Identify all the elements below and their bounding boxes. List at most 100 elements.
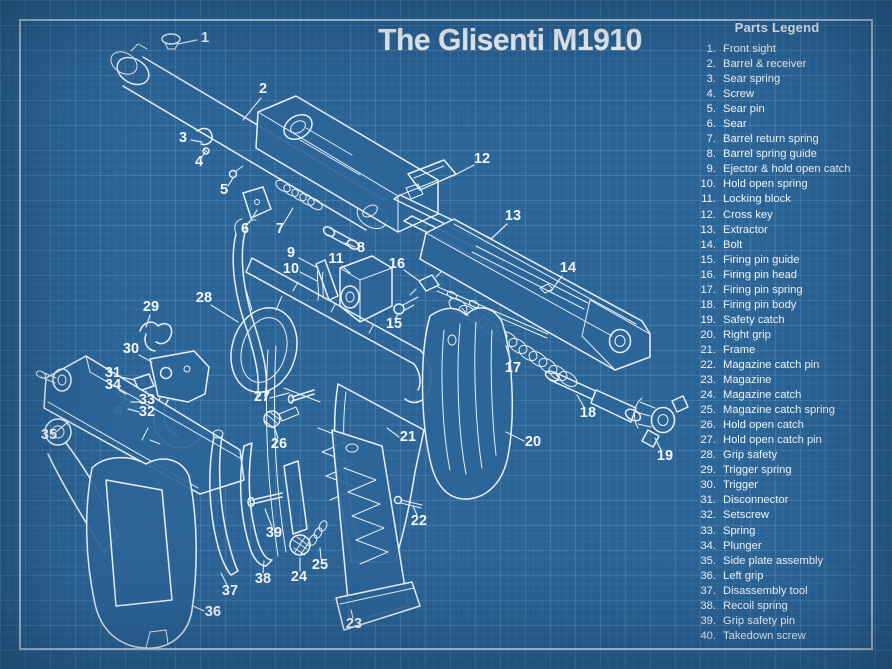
- legend-item-number: 28.: [700, 449, 716, 462]
- legend-item: 27. Hold open catch pin: [696, 433, 874, 448]
- legend-item-number: 15.: [700, 253, 716, 266]
- callout-number-23: 23: [346, 616, 362, 632]
- legend-item: 29.Trigger spring: [696, 463, 874, 478]
- callout-leader-18: [576, 394, 585, 408]
- legend-item-label: Sear: [723, 118, 747, 131]
- callout-leader-10: [299, 271, 318, 282]
- legend-item-number: 17.: [700, 283, 716, 296]
- legend-item-number: 34.: [700, 539, 716, 552]
- legend-item-number: 35.: [700, 554, 716, 567]
- legend-item: 3.Sear spring: [696, 72, 874, 87]
- callout-leader-13: [490, 223, 508, 240]
- legend-item: 15.Firing pin guide: [696, 253, 874, 268]
- part-magazine-catch-spring: [308, 520, 328, 546]
- legend-item-label: Magazine catch spring: [723, 404, 835, 417]
- legend-item-number: 4.: [706, 88, 716, 101]
- part-locking-block: [339, 255, 393, 323]
- legend-item-number: 27.: [700, 434, 716, 447]
- legend-item-label: Trigger: [723, 479, 759, 492]
- legend-item: 28.Grip safety: [696, 448, 874, 463]
- legend-item: 1.Front sight: [696, 42, 874, 57]
- part-hold-open-spring: [316, 269, 324, 301]
- legend-item-number: 11.: [701, 193, 716, 206]
- legend-item: 35. Side plate assembly: [696, 554, 874, 569]
- callout-number-20: 20: [525, 434, 541, 450]
- legend-item-number: 6.: [706, 118, 716, 131]
- callout-leader-25: [319, 547, 322, 560]
- callout-number-3: 3: [179, 130, 187, 146]
- legend-item: 17.Firing pin spring: [696, 283, 874, 298]
- legend-item: 2.Barrel & receiver: [696, 57, 874, 72]
- legend-item-label: Hold open spring: [723, 178, 808, 191]
- part-grip-safety-pin: [247, 492, 283, 508]
- part-trigger: [149, 350, 210, 449]
- legend-item: 18.Firing pin body: [696, 298, 874, 313]
- callout-number-4: 4: [195, 154, 203, 170]
- callout-number-39: 39: [266, 525, 282, 541]
- callout-number-27: 27: [254, 389, 270, 405]
- callout-leader-20: [505, 431, 525, 442]
- callout-leader-35: [55, 421, 69, 433]
- callout-leader-14: [550, 275, 563, 292]
- callout-number-25: 25: [312, 557, 328, 573]
- legend-item-label: Magazine catch pin: [723, 358, 820, 371]
- legend-item-number: 19.: [700, 313, 716, 326]
- legend-item: 13.Extractor: [696, 223, 874, 238]
- legend-item: 34.Plunger: [696, 539, 874, 554]
- callout-leader-17: [505, 345, 512, 363]
- callout-number-22: 22: [411, 513, 427, 529]
- legend-item-number: 29.: [700, 464, 716, 477]
- legend-item: 4.Screw: [696, 87, 874, 102]
- callout-number-35: 35: [41, 427, 57, 443]
- callout-number-30: 30: [123, 341, 139, 357]
- legend-item-label: Safety catch: [723, 313, 785, 326]
- callout-number-37: 37: [222, 583, 238, 599]
- legend-item-number: 1.: [706, 43, 716, 55]
- callout-leader-3: [190, 139, 203, 143]
- part-barrel-receiver: [110, 43, 439, 233]
- legend-item: 39.Grip safety pin: [696, 614, 874, 629]
- callout-leader-34: [118, 389, 127, 395]
- part-safety-catch: [634, 395, 689, 448]
- callout-leader-27: [269, 392, 290, 399]
- callout-leader-30: [138, 354, 153, 363]
- legend-item: 22.Magazine catch pin: [696, 358, 874, 373]
- legend-item: 6. Sear: [696, 117, 874, 132]
- callout-number-11: 11: [328, 251, 343, 267]
- part-sear: [242, 186, 272, 219]
- part-recoil-spring: [239, 442, 273, 567]
- callout-leader-28: [210, 304, 239, 323]
- legend-item: 30.Trigger: [696, 478, 874, 493]
- legend-item: 21.Frame: [696, 343, 874, 358]
- callout-leader-23: [350, 609, 354, 619]
- legend-item-label: Side plate assembly: [723, 554, 824, 567]
- legend-item-number: 14.: [700, 238, 716, 251]
- legend-item: 38.Recoil spring: [696, 599, 874, 614]
- page-title: The Glisenti M1910: [378, 22, 642, 57]
- callout-number-32: 32: [139, 404, 155, 420]
- legend-item-label: Sear spring: [723, 73, 781, 86]
- legend-item: 20.Right grip: [696, 328, 874, 343]
- part-barrel-return-spring: [275, 179, 323, 211]
- callout-number-7: 7: [276, 221, 284, 237]
- legend-item-label: Frame: [723, 343, 756, 356]
- legend-item-number: 33.: [700, 524, 716, 537]
- legend-item-number: 7.: [706, 133, 716, 146]
- legend-item: 8.Barrel spring guide: [696, 147, 874, 162]
- legend-item-number: 24.: [700, 389, 716, 402]
- legend-item-number: 8.: [706, 148, 716, 161]
- part-ejector: [315, 259, 339, 301]
- callout-number-18: 18: [580, 405, 596, 421]
- legend-item-label: Left grip: [723, 569, 764, 582]
- callout-number-19: 19: [657, 448, 673, 464]
- callout-leader-11: [341, 265, 351, 274]
- legend-item-number: 18.: [700, 298, 716, 311]
- legend-item: 26.Hold open catch: [696, 418, 874, 433]
- callout-leader-21: [386, 427, 400, 438]
- legend-item: 24.Magazine catch: [696, 388, 874, 403]
- callout-leader-31: [120, 376, 135, 381]
- legend-item-label: Barrel return spring: [723, 133, 819, 146]
- legend-item-label: Hold open catch pin: [723, 434, 822, 447]
